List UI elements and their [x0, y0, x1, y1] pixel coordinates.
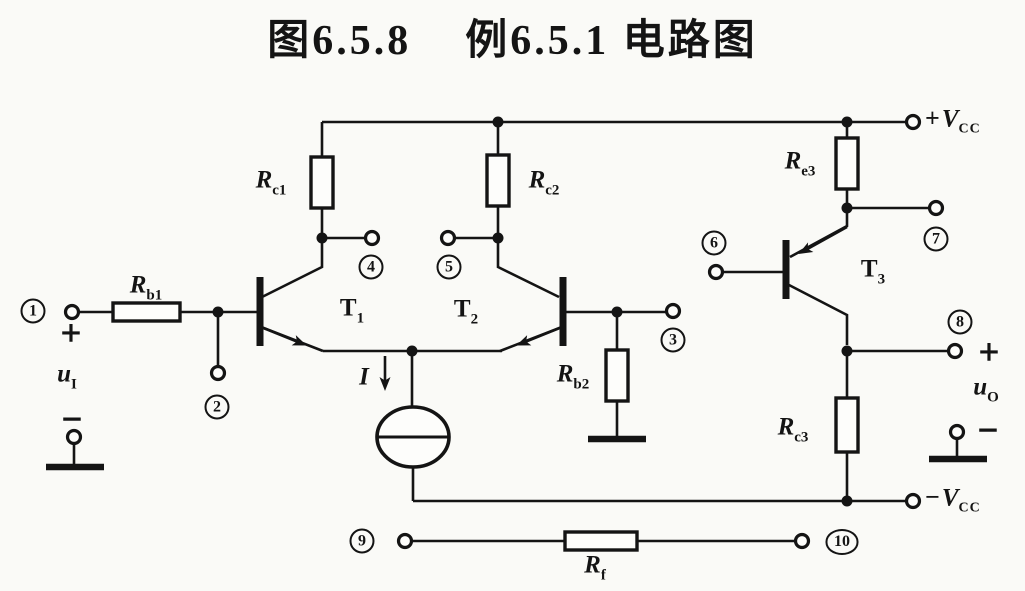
junction-dots	[212, 116, 853, 507]
label-rf: Rf	[584, 551, 606, 584]
terminal-circle-8	[946, 342, 964, 360]
resistor-rc2	[485, 153, 511, 208]
terminal-circle-7	[927, 199, 945, 217]
terminal-circle-9	[396, 532, 414, 550]
resistors	[111, 136, 860, 552]
junction-dot	[841, 116, 853, 128]
terminal-circle-4	[363, 229, 381, 247]
figure-title: 图6.5.8 例6.5.1 电路图	[267, 18, 758, 64]
terminal-number-9: 9	[349, 528, 375, 554]
terminal-circles	[63, 113, 966, 550]
t3-emitter-arrow	[798, 225, 848, 254]
junction-dot	[841, 345, 853, 357]
grounds	[46, 435, 987, 471]
terminal-circle-6	[707, 263, 725, 281]
terminal-number-5: 5	[436, 254, 462, 280]
label-rc2: Rc2	[528, 166, 560, 199]
wires	[72, 120, 959, 543]
label-current-i: I	[359, 363, 369, 391]
label-vcc-negative: −VCC	[925, 482, 981, 516]
resistor-rb1	[111, 301, 182, 323]
label-rc3: Rc3	[777, 413, 809, 446]
label-t1: T1	[339, 294, 365, 327]
terminal-number-3: 3	[660, 327, 686, 353]
terminal-number-1: 1	[20, 298, 46, 324]
resistor-re3	[834, 136, 860, 191]
label-vcc-positive: +VCC	[925, 103, 981, 137]
arrows	[260, 225, 848, 391]
wire-t3-collector	[788, 283, 849, 345]
junction-dot	[492, 232, 504, 244]
terminal-circle-1	[63, 303, 81, 321]
label-t3: T3	[860, 255, 886, 288]
junction-dot	[492, 116, 504, 128]
terminal-circle-10	[793, 532, 811, 550]
resistor-rc1	[309, 155, 335, 210]
terminal-circle-5	[439, 229, 457, 247]
input-plus-sign: +	[59, 316, 83, 349]
junction-dot	[841, 495, 853, 507]
t1-emitter-arrow	[260, 325, 307, 346]
junction-dot	[841, 202, 853, 214]
junction-dot	[316, 232, 328, 244]
label-re3: Re3	[784, 147, 816, 180]
wire-current-source	[410, 351, 415, 501]
t2-emitter-arrow	[516, 325, 563, 346]
terminal-circle-2	[209, 364, 227, 382]
terminal-number-10: 10	[825, 529, 859, 555]
wire-t2-collector	[496, 238, 560, 299]
terminal-circle-vcc-neg	[904, 492, 922, 510]
junction-dot	[212, 306, 224, 318]
terminal-circle-vcc-pos	[904, 113, 922, 131]
label-rb1: Rb1	[129, 271, 163, 304]
output-plus-sign: +	[977, 335, 1001, 368]
label-input-voltage: uI	[57, 360, 77, 393]
terminal-circle-out-minus	[948, 423, 966, 441]
terminal-circle-3	[664, 302, 682, 320]
terminal-number-2: 2	[204, 394, 230, 420]
terminal-number-8: 8	[947, 309, 973, 335]
label-rb2: Rb2	[556, 360, 590, 393]
output-minus-sign: −	[976, 413, 1000, 446]
label-rc1: Rc1	[255, 166, 287, 199]
label-output-voltage: uO	[973, 373, 999, 406]
terminal-number-6: 6	[701, 230, 727, 256]
label-t2: T2	[453, 295, 479, 328]
input-minus-sign: −	[60, 402, 84, 435]
terminal-number-7: 7	[923, 226, 949, 252]
resistor-rf	[563, 530, 639, 552]
terminal-number-4: 4	[358, 254, 384, 280]
terminal-circle-in-minus	[65, 428, 83, 446]
wire-t1-collector	[261, 238, 324, 299]
junction-dot	[611, 306, 623, 318]
wire-input	[79, 310, 220, 366]
junction-dot	[406, 345, 418, 357]
current-source-symbol	[375, 405, 451, 469]
resistor-rc3	[834, 396, 860, 454]
transistor-bars	[256, 240, 790, 346]
resistor-rb2	[604, 348, 630, 403]
